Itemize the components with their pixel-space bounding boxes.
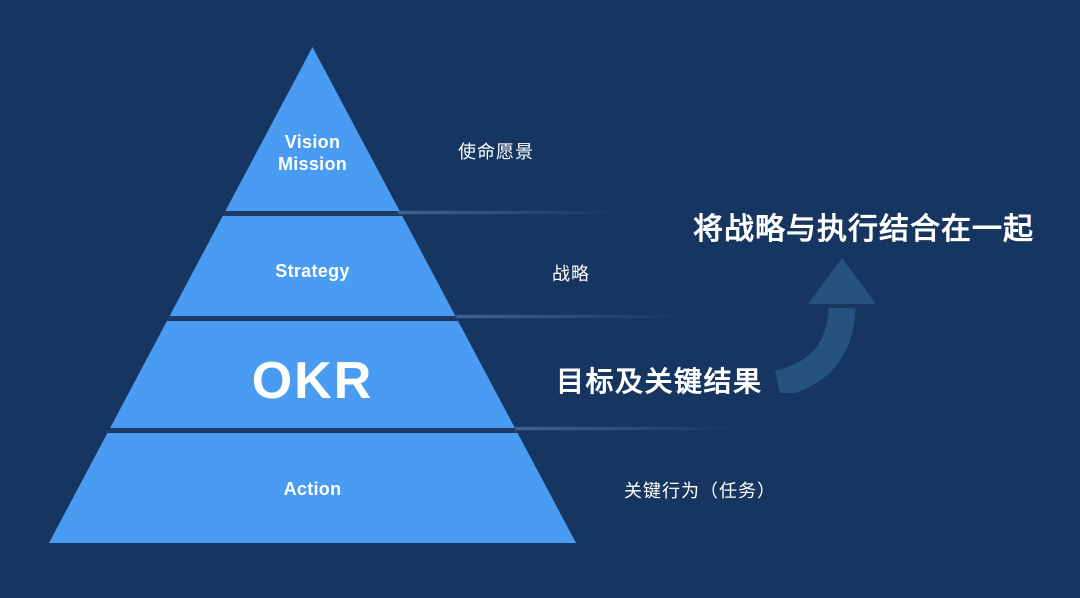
curved-up-arrow-icon xyxy=(752,248,888,398)
level-connector-line-2 xyxy=(456,315,694,318)
pyramid-level-action-label: Action xyxy=(283,479,342,499)
pyramid-divider-3 xyxy=(49,428,576,433)
vision-zh-label: 使命愿景 xyxy=(458,142,534,162)
strategy-zh-label: 战略 xyxy=(552,264,590,284)
okr-zh-label: 目标及关键结果 xyxy=(556,366,763,397)
vision-line: Vision xyxy=(284,132,341,152)
pyramid-divider-1 xyxy=(49,211,576,216)
pyramid: Vision Mission Strategy OKR Action xyxy=(49,47,576,543)
headline: 将战略与执行结合在一起 xyxy=(693,213,1034,246)
level-connector-line-3 xyxy=(515,427,747,430)
pyramid-level-vision-label: Vision Mission xyxy=(49,131,576,175)
action-zh-label: 关键行为（任务） xyxy=(624,481,776,501)
level-connector-line-1 xyxy=(398,211,630,214)
mission-line: Mission xyxy=(277,154,348,174)
pyramid-divider-2 xyxy=(49,316,576,321)
pyramid-level-okr-label: OKR xyxy=(251,352,374,410)
pyramid-level-strategy-label: Strategy xyxy=(275,261,350,281)
